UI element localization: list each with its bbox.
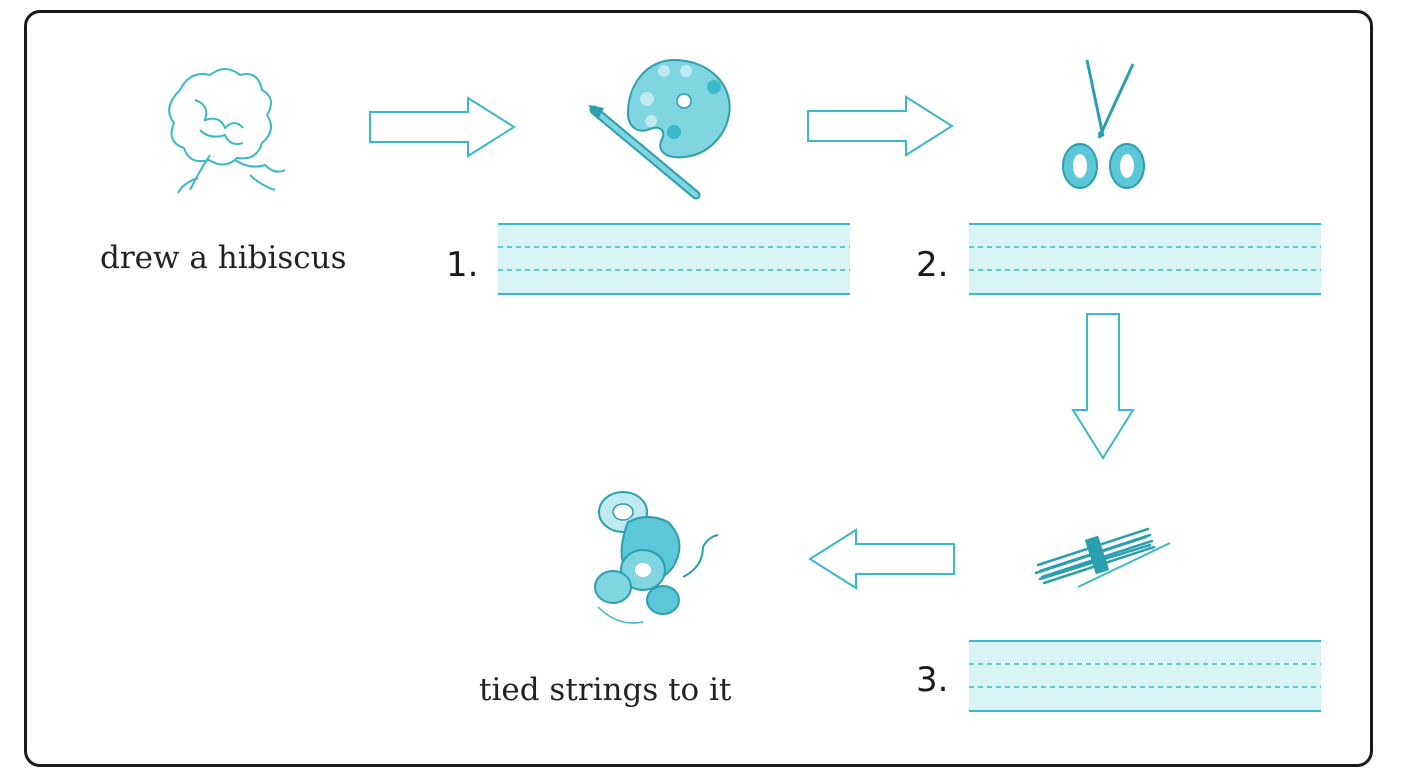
string-spools-icon [594,491,719,624]
hibiscus-icon [168,68,286,194]
step-1-number: 1. [446,245,479,285]
step-1-answer-lines[interactable] [498,223,850,295]
step-3-answer-lines[interactable] [969,640,1321,712]
step-3-number: 3. [916,660,949,700]
end-caption: tied strings to it [479,672,732,708]
start-caption: drew a hibiscus [100,240,347,276]
scissors-icon [1062,59,1145,189]
arrow-right-icon [369,96,516,158]
step-2-answer-lines[interactable] [969,223,1321,295]
arrow-down-icon [1071,313,1135,460]
paint-palette-icon [588,58,731,200]
step-2-number: 2. [916,245,949,285]
arrow-right-icon [807,95,954,157]
bundle-of-sticks-icon [1034,527,1171,588]
arrow-left-icon [808,528,955,590]
